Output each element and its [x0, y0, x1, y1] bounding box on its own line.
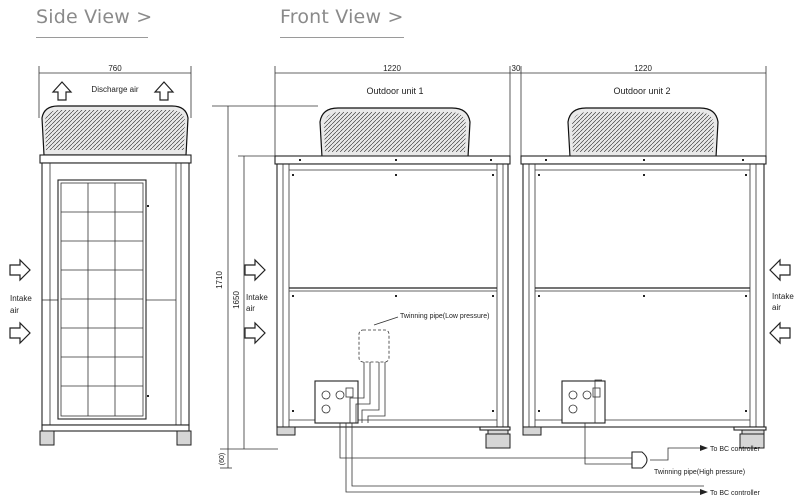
- front-intake-air: Intake air: [244, 258, 268, 345]
- to-bc-controller-label: To BC controller: [710, 446, 760, 453]
- twinning-high-label: Twinning pipe(High pressure): [654, 469, 745, 476]
- air-label: air: [10, 306, 19, 315]
- unit2-width-dimension: 1220: [634, 64, 652, 73]
- high-pressure-twinning-joint: [631, 451, 648, 469]
- discharge-air-label: Discharge air: [91, 85, 138, 94]
- side-width-dimension: 760: [108, 64, 122, 73]
- intake-arrow-icon: [769, 321, 791, 345]
- front-height-dimensions: 1710 1650 (60): [212, 105, 318, 469]
- outdoor-unit-1: [274, 107, 511, 449]
- front-view-title: Front View: [280, 6, 382, 28]
- intake-arrow-icon: [244, 321, 266, 345]
- outdoor-unit-1-label: Outdoor unit 1: [366, 86, 423, 96]
- intake-label: Intake: [772, 292, 794, 301]
- twinning-low-label: Twinning pipe(Low pressure): [400, 313, 490, 320]
- intake-label: Intake: [10, 294, 32, 303]
- air-label: air: [246, 304, 255, 313]
- side-view-drawing: 760 Discharge air: [38, 64, 192, 446]
- intake-arrow-icon: [244, 258, 266, 282]
- grille-grid: [61, 183, 143, 416]
- body-height-dimension: 1650: [232, 291, 241, 309]
- air-label: air: [772, 303, 781, 312]
- service-valve-panel: [561, 380, 606, 424]
- base-height-dimension: (60): [219, 453, 226, 465]
- intake-label: Intake: [246, 293, 268, 302]
- arrow-right-icon: [700, 445, 708, 451]
- right-intake-air: Intake air: [769, 258, 794, 345]
- heading-underline: [36, 37, 148, 38]
- heading-underline: [280, 37, 404, 38]
- discharge-arrow-icon: [153, 81, 175, 101]
- arrow-right-icon: [700, 489, 708, 495]
- unit1-width-dimension: 1220: [383, 64, 401, 73]
- outdoor-unit-2-label: Outdoor unit 2: [613, 86, 670, 96]
- heat-exchanger-grille: [57, 179, 147, 420]
- outdoor-unit-2: [520, 107, 767, 449]
- discharge-arrow-icon: [51, 81, 73, 101]
- gap-dimension: 30: [512, 64, 521, 73]
- chevron-right-icon: >: [136, 6, 153, 28]
- side-view-title: Side View: [36, 6, 131, 28]
- total-height-dimension: 1710: [215, 271, 224, 289]
- twinning-piping: Twinning pipe(Low pressure) Twinning pip…: [339, 313, 760, 497]
- intake-arrow-icon: [9, 321, 31, 345]
- front-top-dimensions: 1220 30 1220: [274, 64, 767, 156]
- service-valve-panel: [314, 380, 359, 424]
- side-view-heading: Side View >: [36, 6, 152, 38]
- side-intake-air: Intake air: [9, 258, 32, 345]
- intake-arrow-icon: [9, 258, 31, 282]
- low-pressure-twinning-pipe: [358, 329, 390, 363]
- front-view-heading: Front View >: [280, 6, 404, 38]
- chevron-right-icon: >: [387, 6, 404, 28]
- intake-arrow-icon: [769, 258, 791, 282]
- to-bc-controller-label: To BC controller: [710, 490, 760, 497]
